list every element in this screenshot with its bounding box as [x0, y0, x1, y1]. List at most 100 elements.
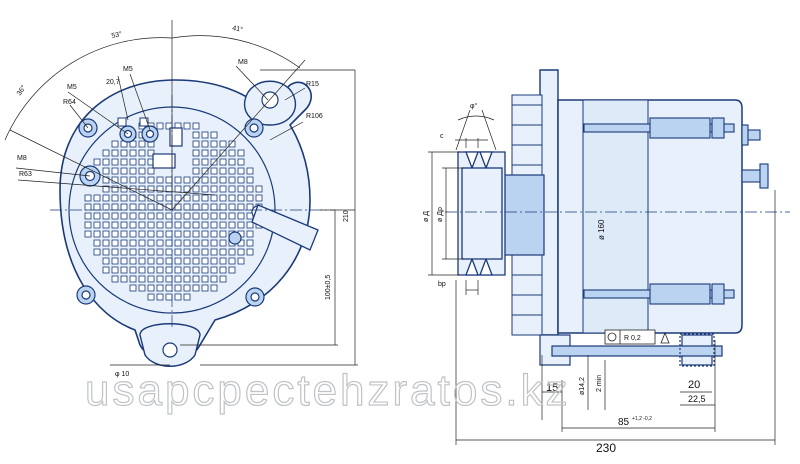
- vent-slot: [84, 203, 92, 211]
- vent-slot: [210, 140, 218, 148]
- vent-slot: [183, 194, 191, 202]
- vent-slot: [219, 275, 227, 283]
- vent-slot: [219, 266, 227, 274]
- vent-slot: [183, 266, 191, 274]
- label-bp: bp: [438, 281, 446, 288]
- vent-slot: [111, 266, 119, 274]
- vent-slot: [156, 266, 164, 274]
- vent-slot: [219, 212, 227, 220]
- vent-slot: [201, 284, 209, 292]
- vent-slot: [201, 275, 209, 283]
- vent-slot: [201, 248, 209, 256]
- dim-20-label: 20: [688, 379, 700, 391]
- vent-slot: [210, 284, 218, 292]
- vent-slot: [237, 257, 245, 265]
- vent-slot: [84, 212, 92, 220]
- vent-slot: [201, 230, 209, 238]
- vent-slot: [147, 212, 155, 220]
- dim-20-7-label: 20,7: [106, 79, 120, 86]
- side-labels: φ° c ø Д ø Др bp ø 160 15 ø14,2 2 min 20…: [423, 102, 706, 455]
- vent-slot: [174, 293, 182, 301]
- m5-left-label: M5: [67, 84, 77, 91]
- vent-slot: [156, 275, 164, 283]
- vent-slot: [147, 149, 155, 157]
- vent-slot: [192, 149, 200, 157]
- vent-slot: [192, 230, 200, 238]
- r15-label: R15: [306, 81, 319, 88]
- vent-slot: [192, 131, 200, 139]
- vent-slot: [156, 185, 164, 193]
- vent-slot: [192, 284, 200, 292]
- vent-slot: [201, 158, 209, 166]
- vent-slot: [174, 176, 182, 184]
- vent-slot: [129, 212, 137, 220]
- vent-slot: [210, 266, 218, 274]
- vent-slot: [102, 266, 110, 274]
- vent-slot: [228, 257, 236, 265]
- vent-slot: [156, 239, 164, 247]
- vent-slot: [237, 149, 245, 157]
- vent-slot: [138, 230, 146, 238]
- vent-slot: [120, 176, 128, 184]
- vent-slot: [219, 203, 227, 211]
- vent-slot: [120, 185, 128, 193]
- vent-slot: [120, 239, 128, 247]
- vent-slot: [219, 239, 227, 247]
- vent-slot: [183, 275, 191, 283]
- vent-slot: [165, 203, 173, 211]
- vent-slot: [183, 212, 191, 220]
- vent-slot: [228, 266, 236, 274]
- vent-slot: [129, 176, 137, 184]
- vent-slot: [93, 221, 101, 229]
- vent-slot: [102, 212, 110, 220]
- vent-slot: [111, 158, 119, 166]
- vent-slot: [210, 203, 218, 211]
- vent-slot: [246, 194, 254, 202]
- vent-slot: [183, 284, 191, 292]
- vent-slot: [183, 221, 191, 229]
- vent-slot: [192, 266, 200, 274]
- vent-slot: [237, 167, 245, 175]
- vent-slot: [156, 293, 164, 301]
- vent-slot: [138, 167, 146, 175]
- v-belt-pulley: [457, 151, 506, 276]
- vent-slot: [237, 212, 245, 220]
- vent-slot: [174, 185, 182, 193]
- vent-slot: [147, 275, 155, 283]
- vent-slot: [147, 284, 155, 292]
- vent-slot: [201, 140, 209, 148]
- vent-slot: [120, 167, 128, 175]
- vent-slot: [174, 221, 182, 229]
- vent-slot: [147, 176, 155, 184]
- vent-slot: [201, 149, 209, 157]
- vent-slot: [102, 257, 110, 265]
- m8-top-label: M8: [238, 59, 248, 66]
- vent-slot: [192, 176, 200, 184]
- vent-slot: [147, 221, 155, 229]
- vent-slot: [165, 248, 173, 256]
- vent-slot: [129, 167, 137, 175]
- angle-left-label: 36°: [15, 84, 28, 97]
- dim-85-label: 85: [618, 417, 630, 428]
- vent-slot: [183, 257, 191, 265]
- vent-slot: [192, 212, 200, 220]
- vent-slot: [174, 257, 182, 265]
- pulley-hub: [499, 174, 545, 256]
- vent-slot: [228, 194, 236, 202]
- vent-slot: [237, 203, 245, 211]
- vent-slot: [192, 257, 200, 265]
- vent-slot: [156, 194, 164, 202]
- vent-slot: [111, 203, 119, 211]
- vent-slot: [156, 122, 164, 130]
- vent-slot: [111, 275, 119, 283]
- height-210-label: 210: [343, 210, 350, 222]
- bottom-mount-foot: [539, 333, 723, 367]
- vent-slot: [129, 158, 137, 166]
- vent-slot: [138, 158, 146, 166]
- vent-slot: [111, 167, 119, 175]
- vent-slot: [165, 221, 173, 229]
- dia-160-label: ø 160: [597, 219, 606, 240]
- side-view: R 0,2: [423, 69, 790, 455]
- vent-slot: [138, 203, 146, 211]
- dia-14-2-label: ø14,2: [579, 377, 586, 395]
